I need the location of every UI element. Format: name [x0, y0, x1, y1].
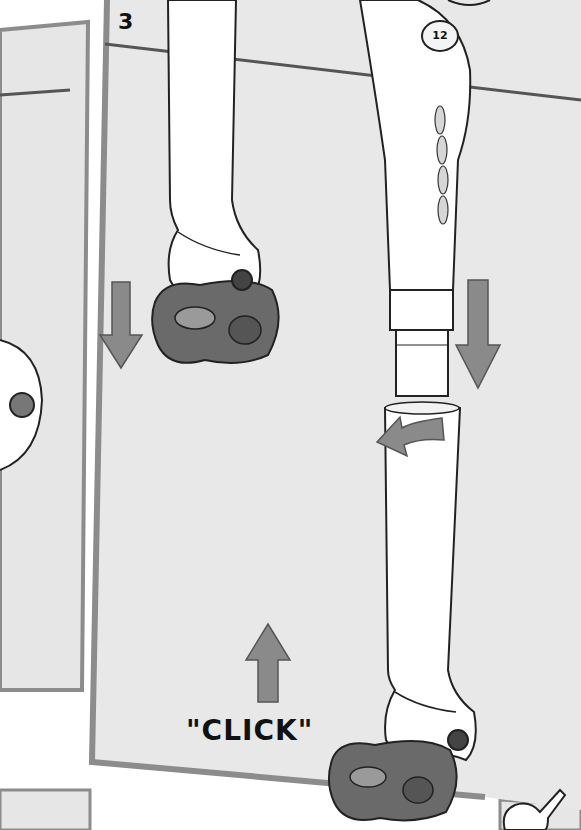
step-number: 3: [118, 10, 133, 34]
sound-caption: "CLICK": [186, 716, 313, 747]
logo-text: 12: [432, 30, 447, 42]
